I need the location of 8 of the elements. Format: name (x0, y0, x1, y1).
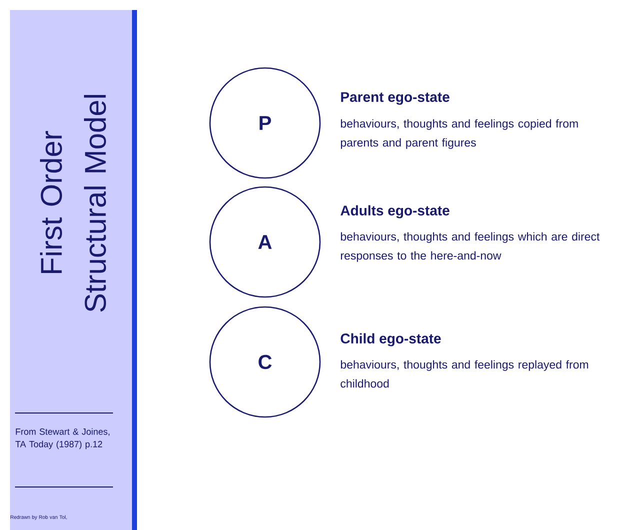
state-description: behaviours, thoughts and feelings which are direct responses to the here-and-now (340, 232, 600, 262)
citation-text: From Stewart & Joines, TA Today (1987) p.12 (15, 428, 110, 450)
state-description: behaviours, thoughts and feelings replayed from childhood (340, 360, 588, 388)
title: First Order Structural Model (40, 95, 106, 312)
state-description: behaviours, thoughts and feelings copied from parents and parent figures (340, 119, 578, 149)
state-heading: Parent ego-state (341, 92, 450, 105)
state-heading: Child ego-state (340, 333, 441, 346)
state-heading: Adults ego-state (340, 205, 450, 218)
